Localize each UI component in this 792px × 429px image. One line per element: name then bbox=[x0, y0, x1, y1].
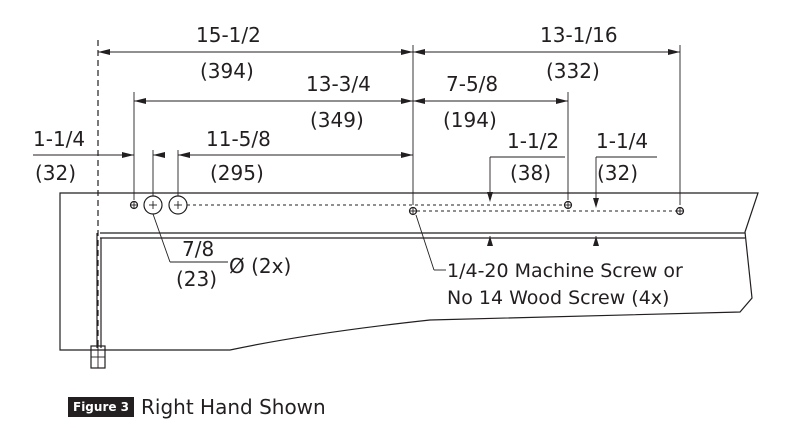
dimension-1-1-4-left: 1-1/4 (32) bbox=[33, 127, 165, 196]
hole-size-callout: 7/8 (23) Ø (2x) bbox=[152, 213, 291, 291]
screw-hole-1 bbox=[129, 200, 139, 210]
hole-size-mm: (23) bbox=[176, 267, 217, 291]
dim-1-1-4-left-mm: (32) bbox=[35, 161, 76, 185]
dimension-11-5-8: 11-5/8 (295) bbox=[177, 127, 413, 196]
dimension-13-1-16: 13-1/16 (332) bbox=[413, 23, 680, 83]
dim-13-1-16-mm: (332) bbox=[546, 59, 600, 83]
dim-1-1-2-in: 1-1/2 bbox=[507, 129, 559, 153]
dim-7-5-8-in: 7-5/8 bbox=[446, 72, 498, 96]
dim-13-3-4-mm: (349) bbox=[310, 108, 364, 132]
screw-hole-2 bbox=[563, 200, 573, 210]
dimension-13-3-4: 13-3/4 (349) bbox=[134, 72, 413, 132]
figure-badge: Figure 3 bbox=[68, 397, 135, 417]
dim-1-1-2-mm: (38) bbox=[510, 161, 551, 185]
dimension-7-5-8: 7-5/8 (194) bbox=[413, 72, 568, 132]
screw-note-line1: 1/4-20 Machine Screw or bbox=[447, 260, 683, 282]
dim-1-1-4-right-mm: (32) bbox=[597, 161, 638, 185]
screw-hole-3 bbox=[408, 206, 418, 216]
through-hole-2 bbox=[168, 195, 188, 215]
hole-size-symbol: Ø (2x) bbox=[229, 254, 291, 278]
dim-13-3-4-in: 13-3/4 bbox=[306, 72, 371, 96]
dimension-1-1-2: 1-1/2 (38) bbox=[487, 129, 565, 246]
hole-size-in: 7/8 bbox=[182, 237, 214, 261]
screw-note-line2: No 14 Wood Screw (4x) bbox=[447, 287, 669, 309]
through-hole-1 bbox=[143, 195, 163, 215]
dim-13-1-16-in: 13-1/16 bbox=[540, 23, 618, 47]
screw-hole-4 bbox=[675, 206, 685, 216]
hinge-symbol bbox=[90, 345, 106, 369]
dim-15-1-2-mm: (394) bbox=[200, 59, 254, 83]
dimension-15-1-2: 15-1/2 (394) bbox=[98, 23, 413, 83]
dim-11-5-8-mm: (295) bbox=[210, 161, 264, 185]
figure-caption-text: Right Hand Shown bbox=[141, 395, 326, 419]
dim-11-5-8-in: 11-5/8 bbox=[206, 127, 271, 151]
dim-7-5-8-mm: (194) bbox=[443, 108, 497, 132]
screw-note: 1/4-20 Machine Screw or No 14 Wood Screw… bbox=[415, 214, 683, 309]
dimension-1-1-4-right: 1-1/4 (32) bbox=[593, 129, 657, 246]
dim-1-1-4-right-in: 1-1/4 bbox=[596, 129, 648, 153]
figure-caption: Figure 3 Right Hand Shown bbox=[68, 395, 326, 419]
template-outline bbox=[59, 192, 759, 351]
dim-15-1-2-in: 15-1/2 bbox=[196, 23, 261, 47]
dim-1-1-4-left-in: 1-1/4 bbox=[33, 127, 85, 151]
